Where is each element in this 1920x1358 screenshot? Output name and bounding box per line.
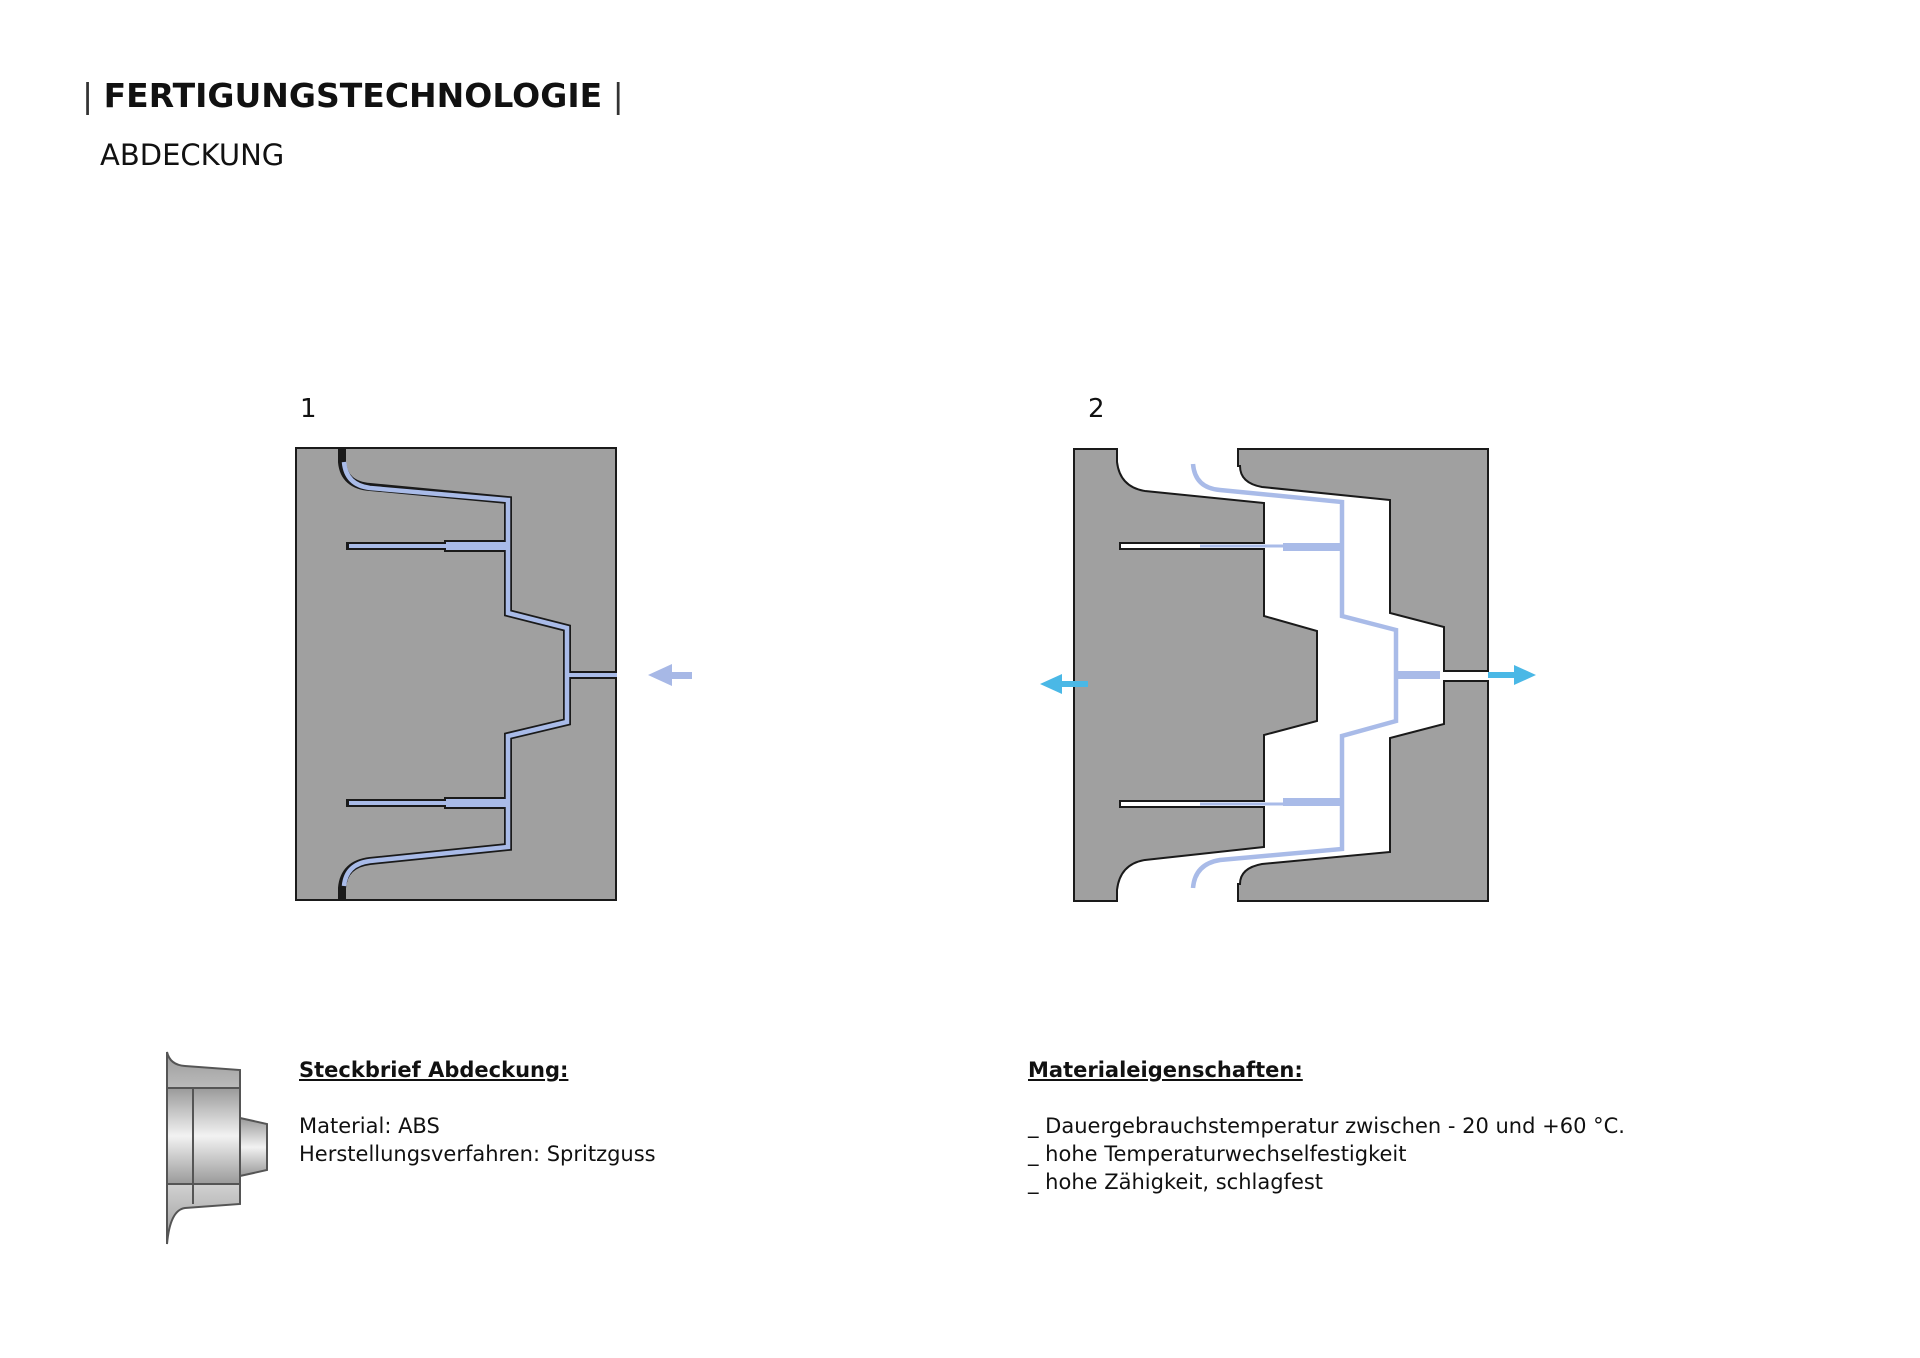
page-subtitle: ABDECKUNG <box>100 138 285 172</box>
left-arrow-icon <box>1040 674 1088 694</box>
part-thumbnail <box>166 1051 268 1245</box>
right-arrow-icon <box>1488 665 1536 685</box>
injection-arrow-icon <box>648 664 692 686</box>
material-heading: Materialeigenschaften: <box>1028 1058 1303 1082</box>
steckbrief-material: Material: ABS <box>299 1114 440 1138</box>
diagram-1-closed-mold <box>295 447 692 901</box>
cavity-half-bottom <box>1237 680 1489 902</box>
diagram-2-label: 2 <box>1088 394 1105 424</box>
page-title: | FERTIGUNGSTECHNOLOGIE | <box>82 76 624 115</box>
diagram-2-open-mold <box>1040 448 1536 902</box>
steckbrief-process: Herstellungsverfahren: Spritzguss <box>299 1142 656 1166</box>
mold-block <box>295 447 617 901</box>
cavity-half-top <box>1237 448 1489 672</box>
material-item: _ hohe Temperaturwechselfestigkeit <box>1028 1142 1407 1166</box>
material-item: _ Dauergebrauchstemperatur zwischen - 20… <box>1028 1114 1625 1138</box>
material-item: _ hohe Zähigkeit, schlagfest <box>1028 1170 1324 1194</box>
steckbrief-heading: Steckbrief Abdeckung: <box>299 1058 569 1082</box>
title-text: FERTIGUNGSTECHNOLOGIE <box>103 76 603 115</box>
diagram-1-label: 1 <box>300 394 317 424</box>
ejected-part <box>1190 463 1399 889</box>
core-half <box>1073 448 1318 902</box>
